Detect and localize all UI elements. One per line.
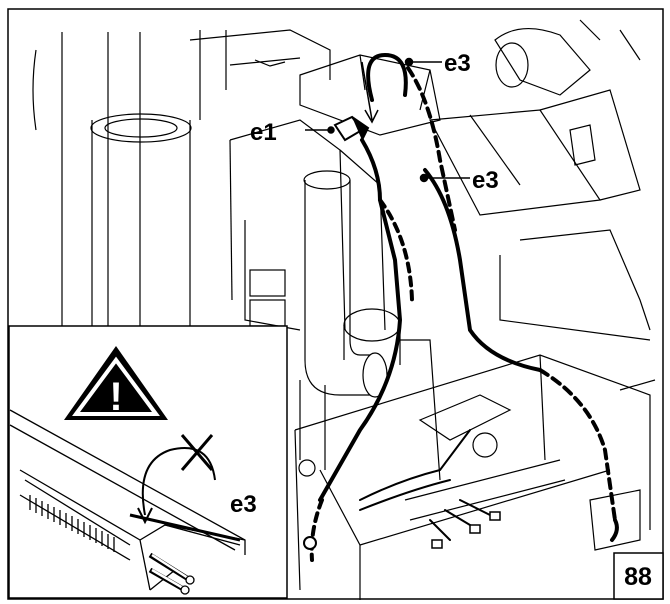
cable-e3-top	[406, 66, 457, 232]
inset-curved-arrow	[141, 447, 216, 516]
callout-e3-inset: e3	[230, 491, 257, 518]
outer-frame	[7, 8, 664, 600]
warning-triangle-icon: !	[64, 346, 168, 420]
callout-e3-right: e3	[472, 167, 499, 194]
callout-e3-top: e3	[444, 50, 471, 77]
callout-leaders	[305, 57, 470, 183]
cable-lower-dashed	[309, 498, 324, 562]
warning-exclamation: !	[109, 375, 122, 419]
background-machinery	[32, 19, 656, 600]
callout-e1: e1	[250, 119, 277, 146]
cable-e1	[318, 138, 403, 502]
figure-number-box: 88	[613, 552, 664, 600]
prohibited-x-icon	[180, 434, 214, 471]
cable-e3-right	[423, 168, 542, 372]
cables	[303, 52, 619, 562]
top-arrow	[361, 61, 379, 124]
cable-e1-dashed	[378, 198, 414, 302]
cable-e3-right-dashed	[538, 368, 617, 522]
figure-number: 88	[624, 563, 652, 591]
e1-connector	[333, 115, 370, 142]
inset-rail	[9, 409, 246, 595]
inset-panel: !	[8, 325, 288, 599]
cable-e3-loop	[366, 52, 408, 102]
